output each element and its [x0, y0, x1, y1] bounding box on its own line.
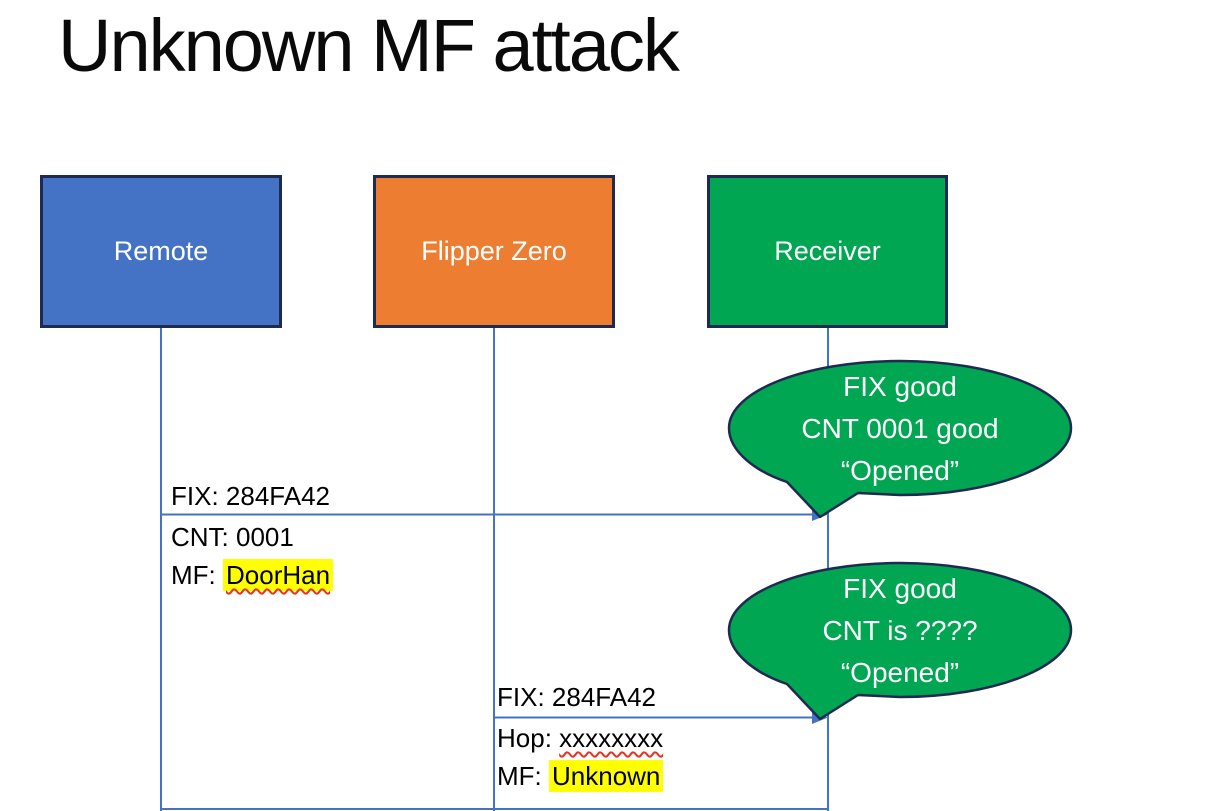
bubble-1-line-3: “Opened”: [840, 455, 960, 486]
message-1-mf-prefix: MF:: [171, 560, 223, 590]
message-2-mf-value-highlighted: Unknown: [549, 760, 664, 792]
message-2-mf-line: MF: Unknown: [497, 760, 664, 792]
message-1-mf-line: MF: DoorHan: [171, 559, 334, 591]
actor-label-receiver: Receiver: [774, 236, 881, 266]
speech-bubble-2-text: FIX good CNT is ???? “Opened”: [745, 568, 1055, 694]
message-2-fix-line: FIX: 284FA42: [497, 682, 656, 712]
message-2-hop-value-squiggled: xxxxxxxx: [559, 723, 664, 753]
actor-box-remote: Remote: [40, 175, 282, 328]
message-1-mf-value-highlighted: DoorHan: [223, 559, 334, 591]
slide-title: Unknown MF attack: [58, 4, 680, 87]
bubble-1-line-2: CNT 0001 good: [801, 413, 999, 444]
bubble-2-line-2: CNT is ????: [822, 615, 978, 646]
bubble-1-line-1: FIX good: [843, 371, 957, 402]
message-1-arrowhead: [812, 508, 828, 521]
message-1-cnt-line: CNT: 0001: [171, 522, 294, 552]
speech-bubble-1-text: FIX good CNT 0001 good “Opened”: [745, 366, 1055, 492]
message-2-arrowhead: [812, 711, 828, 724]
message-2-hop-prefix: Hop:: [497, 723, 560, 753]
bubble-2-line-3: “Opened”: [840, 657, 960, 688]
bubble-2-line-1: FIX good: [843, 573, 957, 604]
actor-box-flipper-zero: Flipper Zero: [373, 175, 615, 328]
message-2-mf-prefix: MF:: [497, 761, 549, 791]
actor-box-receiver: Receiver: [707, 175, 948, 328]
message-1-fix-line: FIX: 284FA42: [171, 481, 330, 511]
actor-label-flipper-zero: Flipper Zero: [421, 236, 567, 266]
actor-label-remote: Remote: [113, 236, 209, 266]
message-2-hop-line: Hop: xxxxxxxx: [497, 723, 663, 754]
